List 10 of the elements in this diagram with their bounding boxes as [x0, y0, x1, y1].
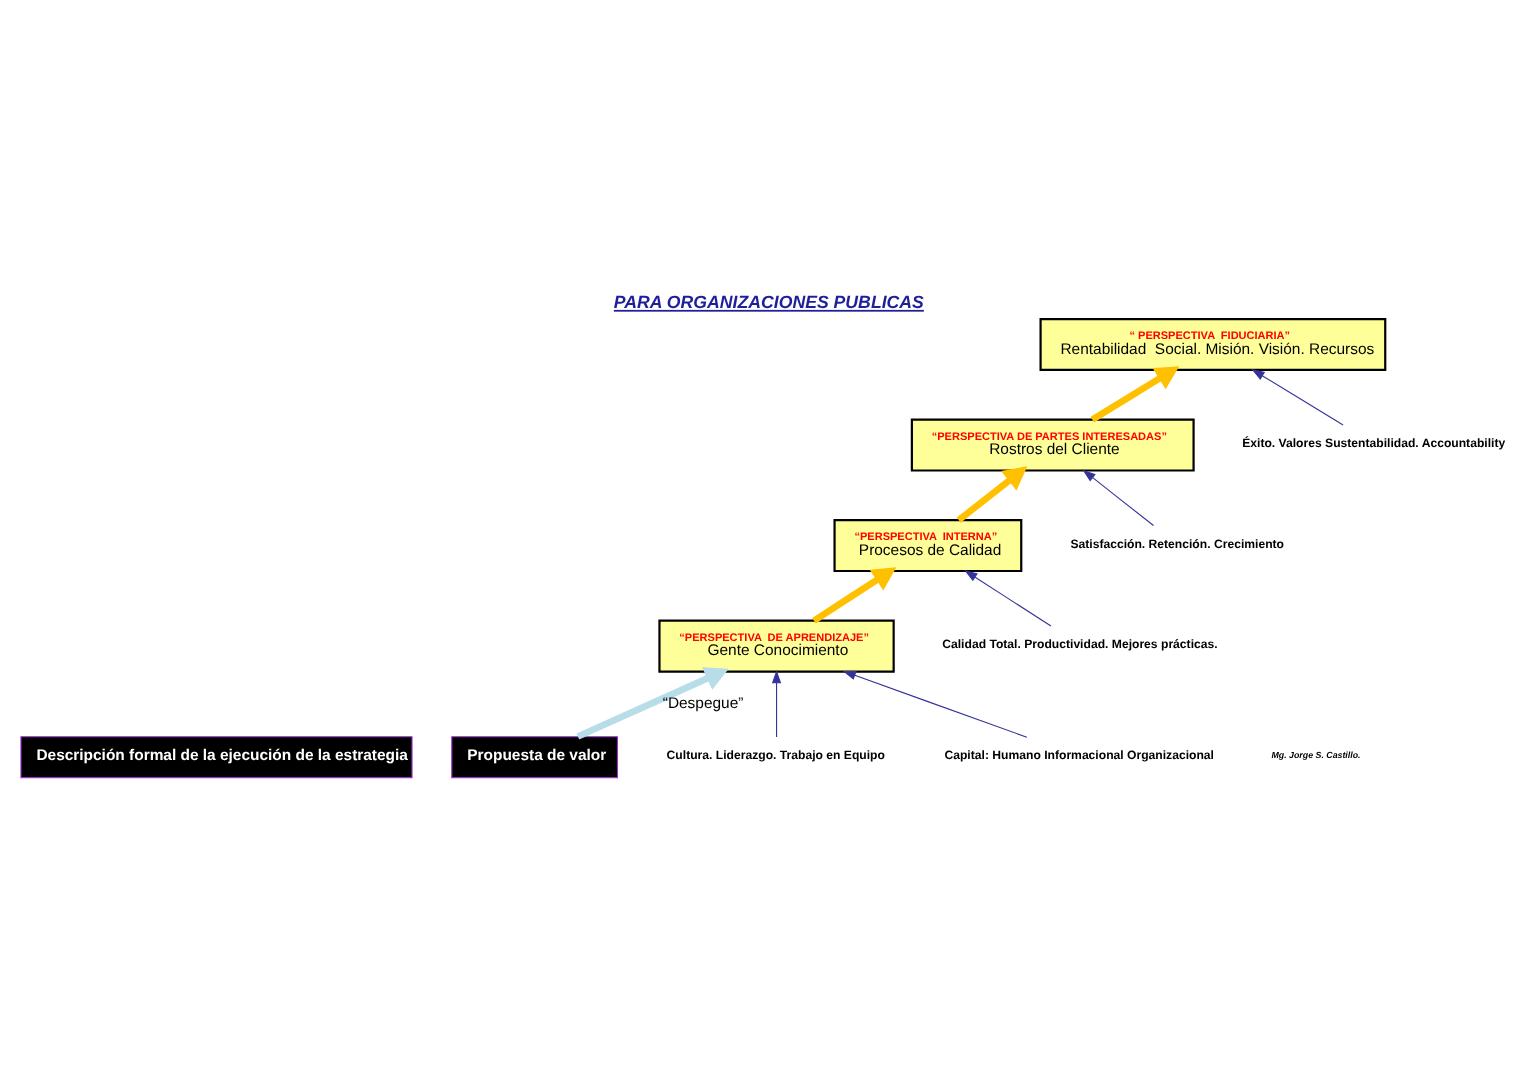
arrow [771, 669, 782, 737]
arrow [842, 669, 1028, 737]
arrow [1090, 365, 1180, 422]
arrow [956, 465, 1028, 522]
arrow [964, 569, 1052, 626]
diagram-title: PARA ORGANIZACIONES PUBLICAS [613, 290, 924, 311]
arrow [1082, 468, 1155, 526]
arrow [812, 566, 897, 623]
arrow [1251, 368, 1344, 425]
arrow [576, 666, 729, 739]
